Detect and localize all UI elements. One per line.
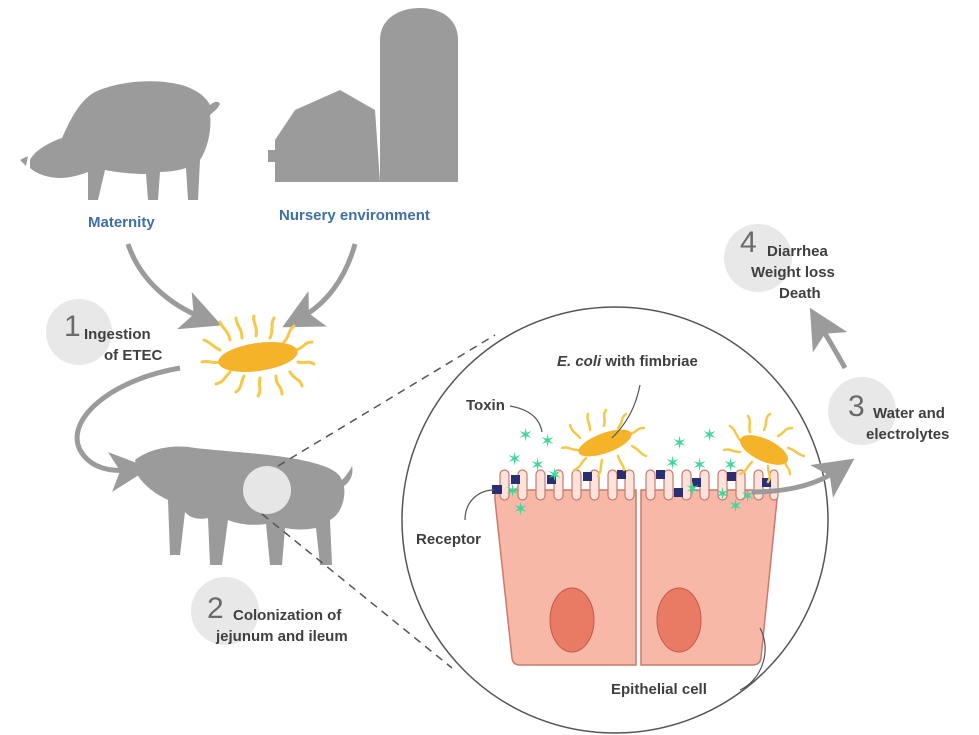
svg-text:✶: ✶ xyxy=(728,496,743,517)
step-4-line2: Weight loss xyxy=(751,263,835,282)
maternity-label: Maternity xyxy=(88,213,155,232)
nursery-arrow xyxy=(300,244,355,318)
epithelial-cell-label: Epithelial cell xyxy=(611,680,707,699)
svg-text:✶: ✶ xyxy=(513,499,528,520)
step-3-line1: Water and xyxy=(873,404,945,423)
svg-text:✶: ✶ xyxy=(672,433,687,454)
ecoli-italic: E. coli xyxy=(557,353,601,370)
svg-text:✶: ✶ xyxy=(702,425,717,446)
intestine-highlight xyxy=(243,466,291,514)
svg-text:✶: ✶ xyxy=(507,449,522,470)
svg-text:✶: ✶ xyxy=(665,453,680,474)
receptor-label: Receptor xyxy=(416,530,481,549)
nucleus-left xyxy=(550,588,594,652)
piglet-icon xyxy=(135,447,353,566)
svg-text:✶: ✶ xyxy=(692,455,707,476)
etec-bacterium-icon xyxy=(202,316,314,396)
svg-text:✶: ✶ xyxy=(540,431,555,452)
nursery-label: Nursery environment xyxy=(279,206,430,225)
nucleus-right xyxy=(657,588,701,652)
outcome-arrow xyxy=(820,325,845,368)
barn-icon xyxy=(268,8,458,182)
sow-icon xyxy=(20,81,220,200)
fimbriae-text: with fimbriae xyxy=(601,353,698,370)
svg-text:✶: ✶ xyxy=(685,479,700,500)
step-1-line1: Ingestion xyxy=(84,325,151,344)
step-3-number: 3 xyxy=(848,392,865,422)
ecoli-fimbriae-label: E. coli with fimbriae xyxy=(557,352,698,371)
toxin-label: Toxin xyxy=(466,396,505,415)
maternity-arrow xyxy=(128,244,203,318)
step-4-line3: Death xyxy=(779,284,821,303)
step-4-number: 4 xyxy=(740,228,757,258)
step-2-number: 2 xyxy=(207,594,224,624)
svg-text:✶: ✶ xyxy=(547,465,562,486)
svg-text:✶: ✶ xyxy=(723,455,738,476)
step-2-line2: jejunum and ileum xyxy=(216,627,348,646)
svg-text:✶: ✶ xyxy=(518,425,533,446)
step-1-line2: of ETEC xyxy=(104,346,162,365)
step-2-line1: Colonization of xyxy=(233,606,341,625)
svg-text:✶: ✶ xyxy=(530,455,545,476)
step-4-line1: Diarrhea xyxy=(767,242,828,261)
step-1-number: 1 xyxy=(64,312,81,342)
step-3-line2: electrolytes xyxy=(866,425,949,444)
